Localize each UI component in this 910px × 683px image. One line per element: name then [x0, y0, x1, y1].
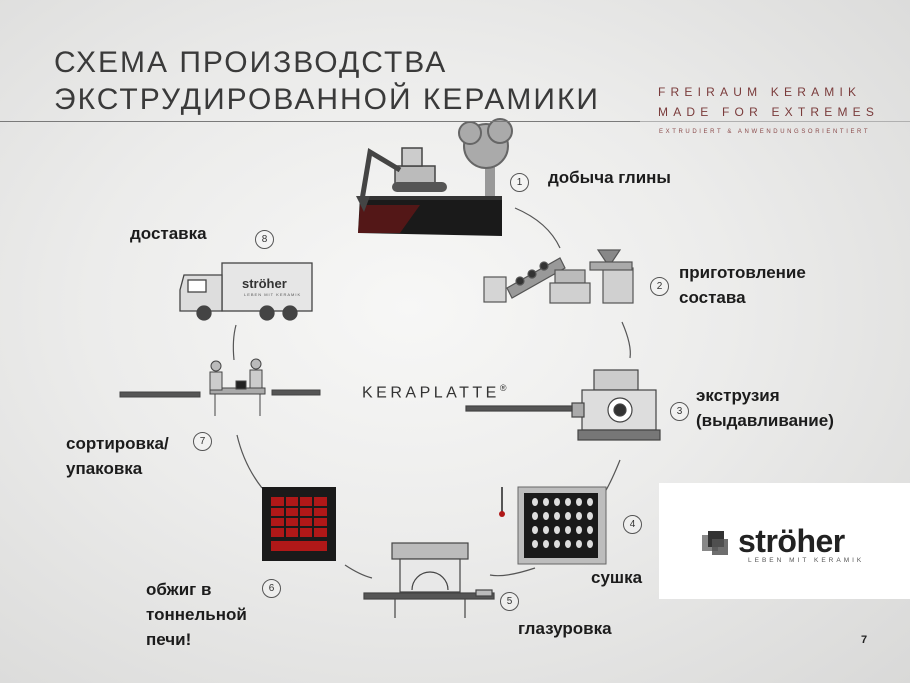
title-line-1: СХЕМА ПРОИЗВОДСТВА: [54, 46, 448, 79]
step-1-number: 1: [510, 173, 529, 192]
step-1-label: добыча глины: [548, 168, 671, 187]
dryer-illustration: [499, 486, 607, 565]
dryer-slots: [532, 498, 593, 548]
title-line-2: ЭКСТРУДИРОВАННОЙ КЕРАМИКИ: [54, 83, 600, 116]
page-number: 7: [861, 634, 868, 646]
step-3-number: 3: [670, 402, 689, 421]
sorting-illustration: [119, 358, 321, 416]
kiln-illustration: [262, 487, 336, 561]
step-8-label: доставка: [130, 224, 207, 243]
step-5-label: глазуровка: [518, 619, 612, 638]
logo-panel: [659, 483, 910, 599]
step-7-number: 7: [193, 432, 212, 451]
step-4-number: 4: [623, 515, 642, 534]
step-7-label: сортировка/упаковка: [66, 434, 169, 478]
brand-divider: [640, 121, 910, 122]
delivery-truck-illustration: [179, 262, 313, 321]
brand-subtitle: EXTRUDIERT & ANWENDUNGSORIENTIERT: [659, 129, 871, 135]
logo-tagline: LEBEN MIT KERAMIK: [748, 557, 865, 564]
mixing-illustration: [483, 249, 634, 304]
logo-wordmark: ströher: [738, 523, 845, 559]
clay-mining-illustration: [356, 118, 513, 236]
truck-logo-sub: LEBEN MIT KERAMIK: [244, 292, 302, 297]
brand-tagline: FREIRAUM KERAMIK MADE FOR EXTREMES: [658, 82, 879, 122]
step-5-number: 5: [500, 592, 519, 611]
brand-line-2: MADE FOR EXTREMES: [658, 105, 880, 119]
glazing-illustration: [363, 542, 495, 618]
title-divider: [0, 121, 640, 122]
step-4-label: сушка: [591, 568, 643, 587]
slide-title: СХЕМА ПРОИЗВОДСТВА ЭКСТРУДИРОВАННОЙ КЕРА…: [54, 44, 600, 118]
cycle-arrows: [232, 207, 631, 579]
step-2-number: 2: [650, 277, 669, 296]
step-3-label: экструзия(выдавливание): [696, 386, 834, 430]
truck-logo-word: ströher: [242, 276, 287, 291]
brand-line-1: FREIRAUM KERAMIK: [658, 85, 862, 99]
step-8-number: 8: [255, 230, 274, 249]
keraplatte-label: KERAPLATTE®: [362, 383, 507, 402]
extruder-illustration: [465, 369, 661, 441]
step-6-number: 6: [262, 579, 281, 598]
